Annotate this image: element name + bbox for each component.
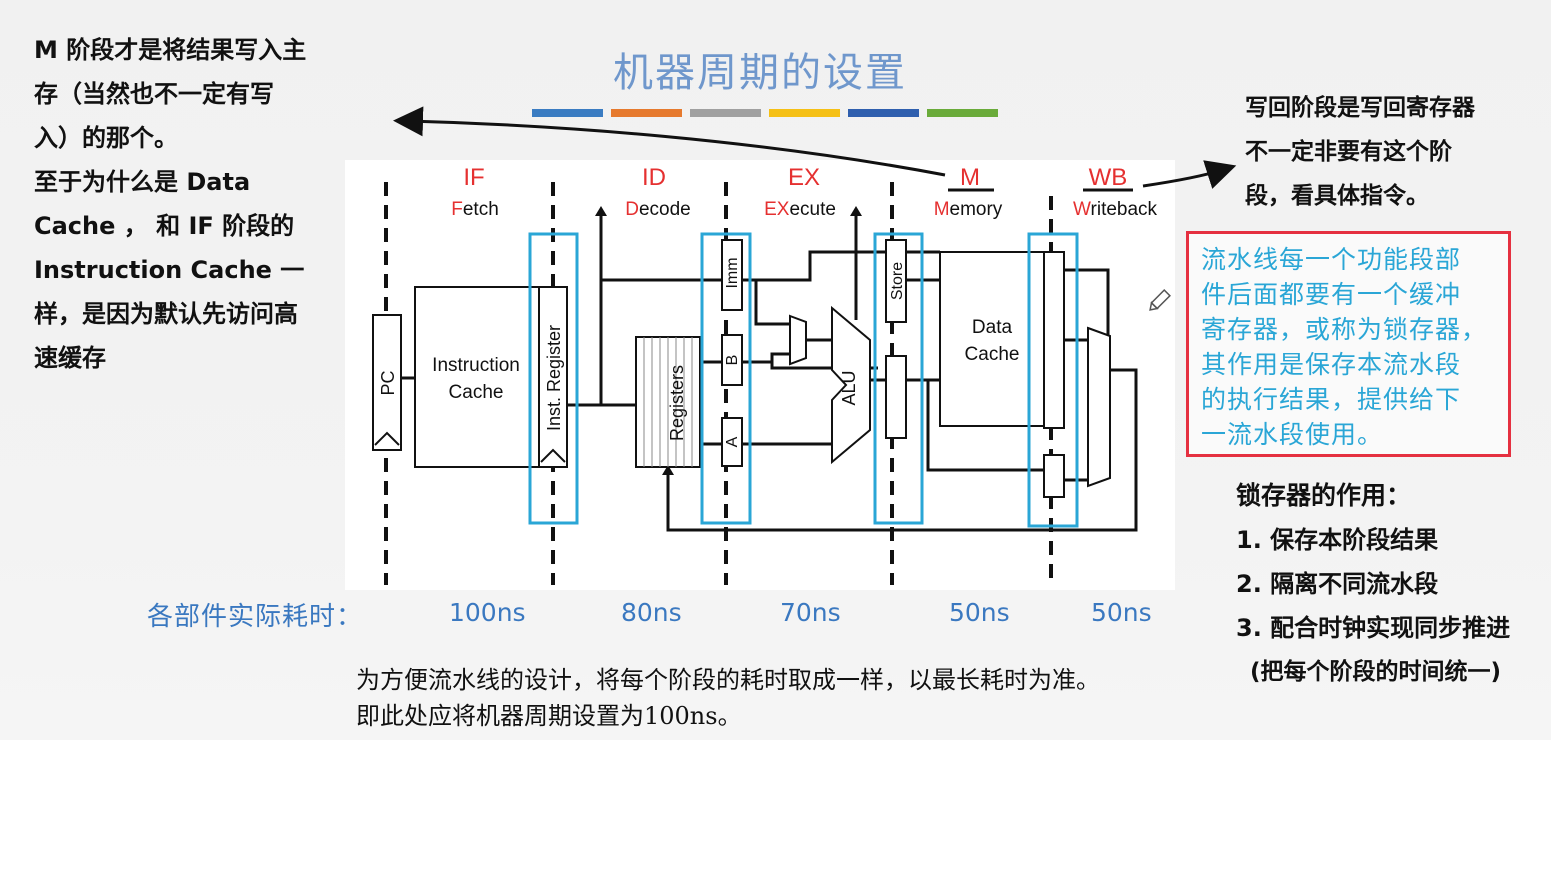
stage-wb-abbr: WB: [1089, 164, 1128, 191]
datapath-wires: [401, 213, 1138, 532]
arrow-to-left-note: [393, 106, 946, 177]
registers-label: Registers: [667, 365, 687, 441]
timing-value-mem: 50ns: [949, 598, 1010, 627]
register-file-stripes: [643, 337, 693, 467]
latch-highlight-if-id: [528, 232, 579, 525]
stage-mem-name: Memory: [934, 199, 1003, 220]
icache-label-line2: Cache: [449, 382, 504, 403]
inst-register-label: Inst. Register: [544, 325, 564, 431]
color-bar-4: [769, 109, 840, 117]
left-annotation: M 阶段才是将结果写入主 存（当然也不一定有写 入）的那个。 至于为什么是 Da…: [34, 36, 307, 372]
wire: [926, 380, 1045, 472]
alu: [831, 305, 871, 465]
latch-explanation-box: 流水线每一个功能段部 件后面都要有一个缓冲 寄存器，或称为锁存器， 其作用是保存…: [1186, 231, 1511, 457]
store-register: [885, 239, 907, 323]
stage-if-abbr: IF: [463, 164, 484, 191]
latch-function-list: 锁存器的作用： 1. 保存本阶段结果 2. 隔离不同流水段 3. 配合时钟实现同…: [1236, 474, 1551, 650]
latch-list-title: 锁存器的作用：: [1236, 481, 1412, 510]
pc-register: [372, 314, 402, 451]
wire: [741, 352, 790, 364]
color-bar-5: [848, 109, 919, 117]
stage-id-name: Decode: [625, 199, 691, 220]
wire-writeback: [666, 368, 1138, 532]
stage-if-initial: F: [451, 199, 463, 220]
color-bar-3: [690, 109, 761, 117]
wire: [741, 278, 790, 326]
instruction-register: [538, 286, 568, 468]
timing-value-if: 100ns: [449, 598, 526, 627]
b-label: B: [724, 355, 741, 366]
stage-ex-rest: ecute: [789, 199, 835, 220]
clock-symbol: [374, 431, 400, 446]
wire: [741, 250, 940, 282]
latch-highlights: [528, 232, 1079, 528]
writeback-annotation: 写回阶段是写回寄存器 不一定非要有这个阶 段，看具体指令。: [1245, 95, 1475, 209]
store-label: Store: [889, 262, 906, 300]
stage-ex-initial: EX: [764, 199, 790, 220]
imm-label: Imm: [724, 257, 741, 288]
alu-label: ALU: [839, 370, 859, 405]
unify-time-note: (把每个阶段的时间统一): [1250, 659, 1502, 685]
a-register: [721, 417, 743, 467]
mem-wb-alu-register: [1043, 454, 1065, 498]
latch-highlight-id-ex: [700, 232, 752, 525]
stage-wb-rest: riteback: [1091, 199, 1158, 220]
alu-input-mux: [789, 314, 807, 366]
timing-value-ex: 70ns: [780, 598, 841, 627]
imm-register: [721, 239, 743, 311]
stage-wb-initial: W: [1073, 199, 1091, 220]
b-register: [721, 334, 743, 386]
slide-title: 机器周期的设置: [613, 50, 907, 96]
color-bar-2: [611, 109, 682, 117]
pencil-tip: [1149, 301, 1159, 311]
title-color-bars: [532, 109, 998, 117]
stage-mem-abbr: M: [960, 164, 980, 191]
stage-mem-initial: M: [934, 199, 950, 220]
stage-id-abbr: ID: [642, 164, 666, 191]
slide-bottom-area: [0, 740, 1551, 896]
arrow-to-right-note: [1142, 160, 1237, 189]
stage-mem-rest: emory: [950, 199, 1003, 220]
latch-highlight-mem-wb: [1027, 232, 1079, 528]
writeback-mux: [1087, 326, 1111, 488]
wire-arrow: [595, 206, 607, 216]
bottom-conclusion-text: 为方便流水线的设计，将每个阶段的耗时取成一样，以最长耗时为准。 即此处应将机器周…: [356, 666, 1100, 730]
stage-if-name: Fetch: [451, 199, 499, 220]
clock-symbol: [540, 448, 566, 463]
wire-arrowheads: [595, 206, 862, 475]
stage-wb-name: Writeback: [1073, 199, 1158, 220]
stage-id-initial: D: [625, 199, 639, 220]
stage-ex-abbr: EX: [788, 164, 820, 191]
wire: [1060, 268, 1110, 340]
wire-arrow: [850, 206, 862, 216]
timing-label: 各部件实际耗时：: [147, 602, 364, 632]
color-bar-6: [927, 109, 998, 117]
color-bar-1: [532, 109, 603, 117]
stage-id-rest: ecode: [639, 199, 691, 220]
pencil-icon: [1149, 289, 1171, 311]
latch-list-item: 3. 配合时钟实现同步推进: [1236, 614, 1511, 642]
dcache-label-line2: Cache: [965, 344, 1020, 365]
latch-list-item: 1. 保存本阶段结果: [1236, 526, 1439, 554]
latch-list-item: 2. 隔离不同流水段: [1236, 570, 1439, 598]
wire-arrow: [662, 465, 674, 475]
pc-label: PC: [378, 370, 398, 395]
alu-output-register: [885, 355, 907, 439]
latch-highlight-ex-mem: [873, 232, 924, 525]
mem-wb-data-register: [1043, 251, 1065, 429]
timing-value-id: 80ns: [621, 598, 682, 627]
stage-ex-name: EXecute: [764, 199, 836, 220]
icache-label-line1: Instruction: [432, 355, 520, 376]
timing-value-wb: 50ns: [1091, 598, 1152, 627]
stage-if-rest: etch: [463, 199, 499, 220]
a-label: A: [724, 436, 741, 447]
dcache-label-line1: Data: [972, 317, 1013, 338]
